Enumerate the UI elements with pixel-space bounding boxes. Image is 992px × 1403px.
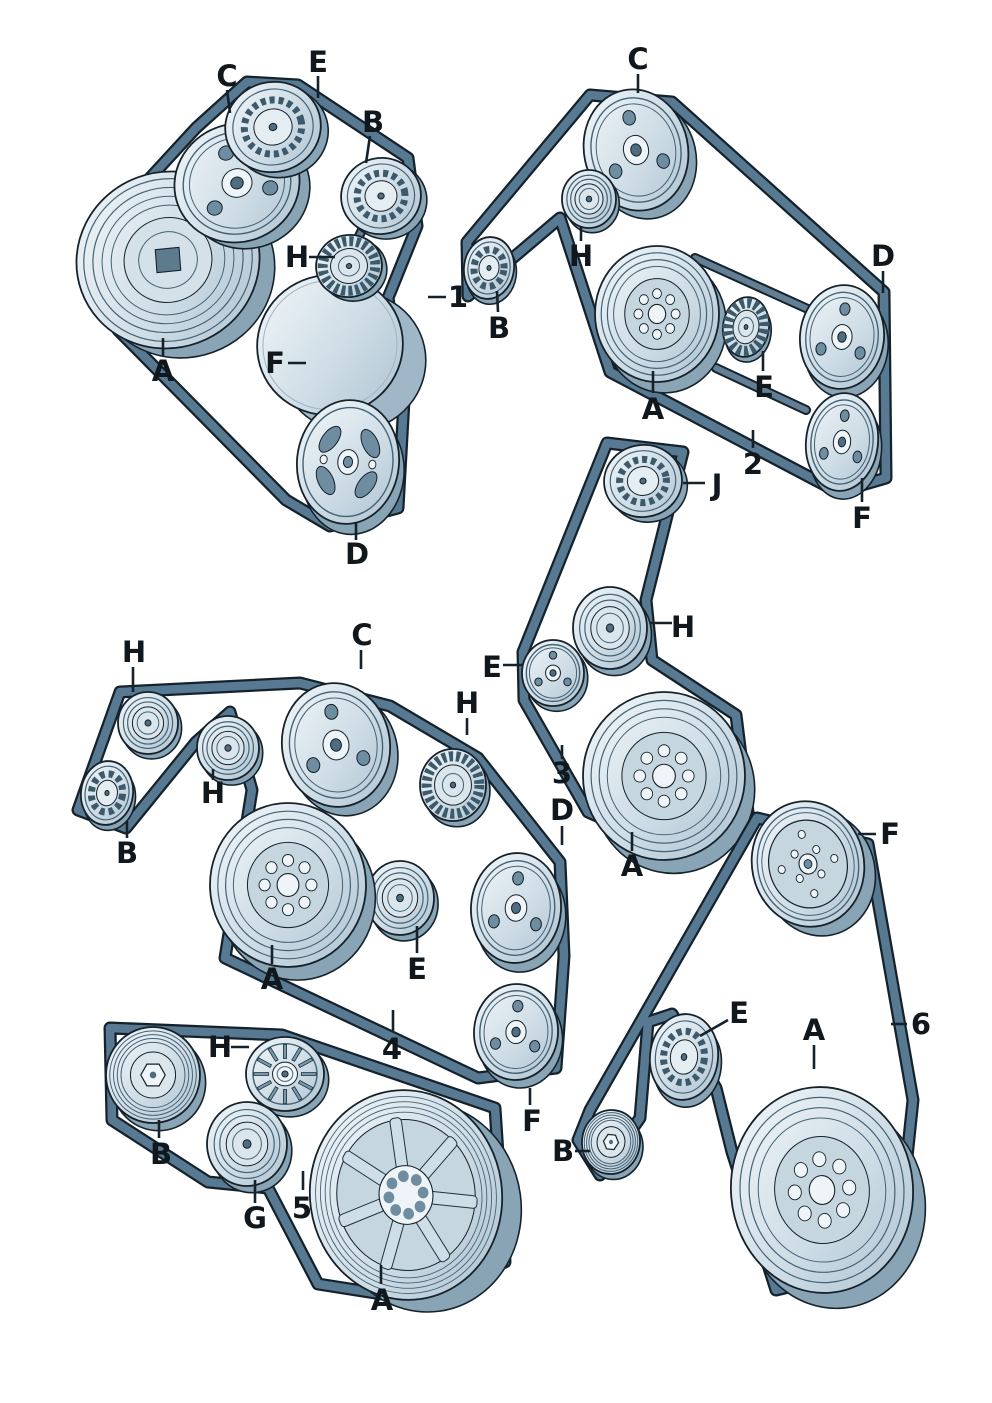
part-label-4-a: A xyxy=(261,962,284,996)
assembly-5 xyxy=(103,1021,537,1329)
assembly-6 xyxy=(571,787,936,1319)
part-label-6-f: F xyxy=(880,817,900,851)
part-label-1-b: B xyxy=(362,105,384,139)
part-label-3-a: A xyxy=(621,849,644,883)
part-label-2-h: H xyxy=(569,239,593,273)
assembly-number-5: 5 xyxy=(292,1191,312,1225)
part-label-1-a: A xyxy=(152,354,175,388)
leader-line xyxy=(364,135,372,164)
part-label-2-b: B xyxy=(488,311,510,345)
assembly-number-2: 2 xyxy=(743,447,763,481)
part-label-2-d: D xyxy=(871,239,895,273)
part-label-1-h: H xyxy=(285,240,309,274)
part-label-1-e: E xyxy=(308,45,328,79)
part-label-3-h: H xyxy=(671,610,695,644)
assembly-4 xyxy=(71,674,572,1092)
assembly-2 xyxy=(459,77,896,504)
part-label-2-e: E xyxy=(754,370,774,404)
part-label-1-f: F xyxy=(265,346,285,380)
part-label-5-b: B xyxy=(150,1137,172,1171)
leader-line xyxy=(699,1018,729,1038)
part-label-3-j: J xyxy=(710,468,723,502)
part-label-5-h: H xyxy=(208,1030,232,1064)
pulley-4-a-crankshaft xyxy=(208,801,377,982)
part-label-5-a: A xyxy=(371,1283,394,1317)
assembly-3 xyxy=(516,436,757,875)
assembly-number-3: 3 xyxy=(552,756,572,790)
pulley-4-h2-roller xyxy=(196,715,264,786)
part-label-1-c: C xyxy=(216,59,237,93)
part-label-2-a: A xyxy=(642,392,665,426)
leader-line xyxy=(495,290,500,313)
leader-line xyxy=(225,89,232,114)
pulley-4-e xyxy=(365,860,439,942)
assembly-number-4: 4 xyxy=(382,1032,402,1066)
belt-4 xyxy=(71,676,571,1085)
pulley-6-a-crankshaft xyxy=(720,1076,936,1319)
part-label-6-b: B xyxy=(552,1134,574,1168)
part-label-4-h2: H xyxy=(201,776,225,810)
part-label-4-d: D xyxy=(550,793,574,827)
part-label-4-h3: H xyxy=(455,686,479,720)
assembly-number-6: 6 xyxy=(911,1007,931,1041)
pulley-3-e xyxy=(521,639,589,712)
callout-labels: C E B H F A D 1 C H B A E D F 2 J H E A … xyxy=(116,42,931,1317)
part-label-4-e: E xyxy=(407,952,427,986)
pulley-4-c xyxy=(272,674,408,825)
part-label-3-e: E xyxy=(482,650,502,684)
assembly-1 xyxy=(49,70,441,541)
part-label-1-d: D xyxy=(345,537,369,571)
part-label-2-f: F xyxy=(852,501,872,535)
part-label-5-g: G xyxy=(243,1201,267,1235)
pulley-3-a-crankshaft xyxy=(581,690,757,875)
part-label-4-f: F xyxy=(522,1104,542,1138)
part-label-6-e: E xyxy=(729,996,749,1030)
leader-lines xyxy=(125,74,907,1284)
belt-5 xyxy=(103,1021,512,1307)
part-label-4-h1: H xyxy=(122,635,146,669)
part-label-4-b: B xyxy=(116,836,138,870)
part-label-6-a: A xyxy=(803,1013,826,1047)
assembly-number-1: 1 xyxy=(448,280,468,314)
pulley-5-b xyxy=(105,1026,207,1132)
pulley-2-e-tensioner xyxy=(718,294,775,365)
part-label-2-c: C xyxy=(627,42,648,76)
pulley-4-h1-roller xyxy=(117,691,183,760)
part-label-4-c: C xyxy=(351,618,372,652)
